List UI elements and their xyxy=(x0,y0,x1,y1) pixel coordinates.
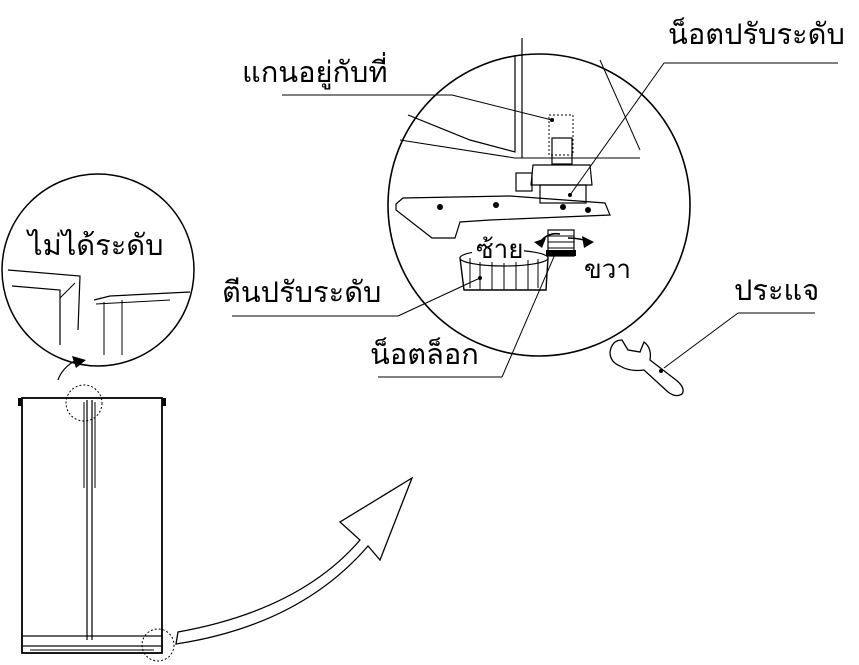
rotation-arrow-icon xyxy=(534,232,594,248)
label-not-level: ไม่ได้ระดับ xyxy=(26,228,164,262)
label-mounting-shaft: แกนอยู่กับที่ xyxy=(242,52,388,90)
leader-lines xyxy=(232,62,838,378)
not-level-detail xyxy=(1,173,195,381)
label-right: ขวา xyxy=(584,255,631,285)
curved-arrow-icon xyxy=(175,476,414,645)
wrench-icon xyxy=(609,339,684,397)
label-wrench: ประแจ xyxy=(734,273,819,307)
refrigerator-icon xyxy=(18,384,175,662)
label-left: ซ้าย xyxy=(476,235,523,265)
label-leveling-foot: ตีนปรับระดับ xyxy=(222,275,381,309)
foot-detail-circle: ซ้าย ขวา xyxy=(387,38,691,357)
label-adjust-bolt: น็อตปรับระดับ xyxy=(668,16,845,51)
label-lock-nut: น็อตล็อก xyxy=(370,336,479,371)
